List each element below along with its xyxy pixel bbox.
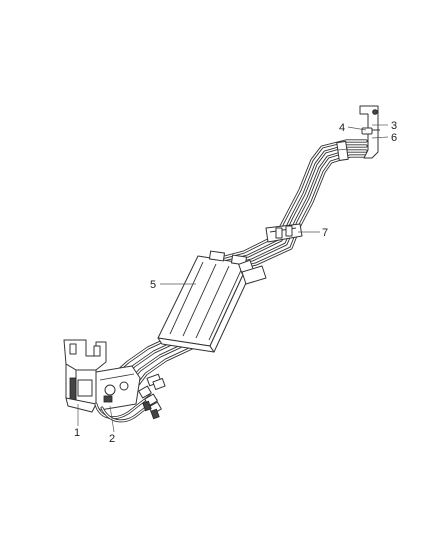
callout-2: 2 <box>109 433 115 445</box>
mid-clip-cluster <box>265 223 303 243</box>
callout-6: 6 <box>391 132 397 144</box>
callout-4: 4 <box>339 122 345 134</box>
leader-6 <box>371 136 389 139</box>
callout-7: 7 <box>322 227 328 239</box>
leader-2 <box>109 405 115 433</box>
tube-end-fittings <box>138 373 166 420</box>
callout-labels: 1 2 3 4 5 6 7 <box>74 120 397 445</box>
canister <box>157 250 267 353</box>
leader-lines <box>77 124 389 433</box>
callout-3: 3 <box>391 120 397 132</box>
callout-5: 5 <box>150 279 156 291</box>
callout-1: 1 <box>74 427 80 439</box>
tube-clip-upper <box>336 140 349 161</box>
front-valve-assembly <box>63 339 166 423</box>
leader-4 <box>347 126 367 131</box>
